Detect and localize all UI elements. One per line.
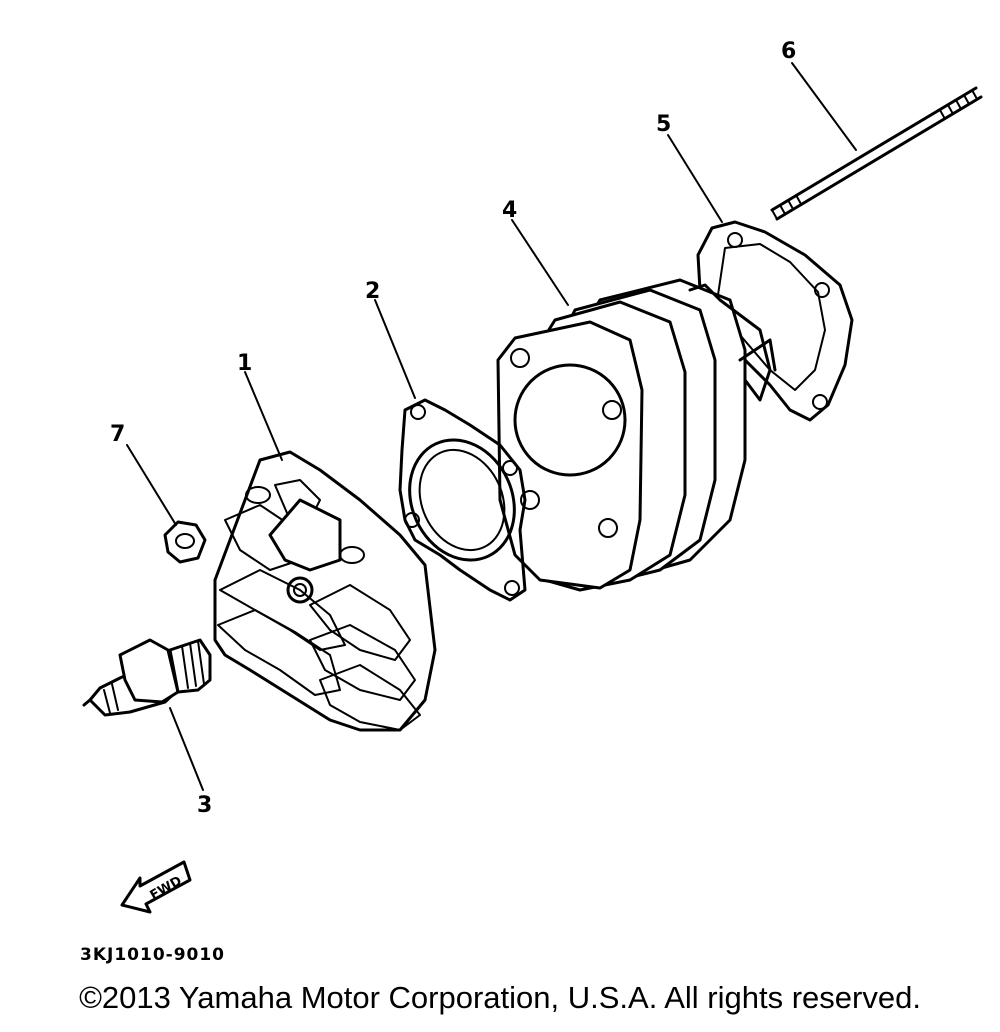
callout-3: 3 xyxy=(197,793,212,818)
leader-lines xyxy=(126,62,857,791)
callout-7: 7 xyxy=(110,422,125,447)
callout-2: 2 xyxy=(365,279,380,304)
callout-6: 6 xyxy=(781,39,796,64)
exploded-parts-diagram: 1 2 3 4 5 6 7 FWD xyxy=(82,39,983,914)
forward-arrow-icon: FWD xyxy=(120,860,192,914)
part-6-stud-bolt xyxy=(770,86,983,221)
diagram-code: 3KJ1010-9010 xyxy=(80,945,226,965)
callout-5: 5 xyxy=(656,112,671,137)
callout-1: 1 xyxy=(237,351,252,376)
callout-4: 4 xyxy=(502,198,517,223)
part-2-head-gasket xyxy=(398,398,527,602)
part-1-cylinder-head xyxy=(213,450,437,732)
copyright-notice: ©2013 Yamaha Motor Corporation, U.S.A. A… xyxy=(79,980,921,1015)
part-4-cylinder xyxy=(496,278,777,592)
part-7-nut xyxy=(163,520,207,564)
part-3-spark-plug xyxy=(82,638,212,717)
